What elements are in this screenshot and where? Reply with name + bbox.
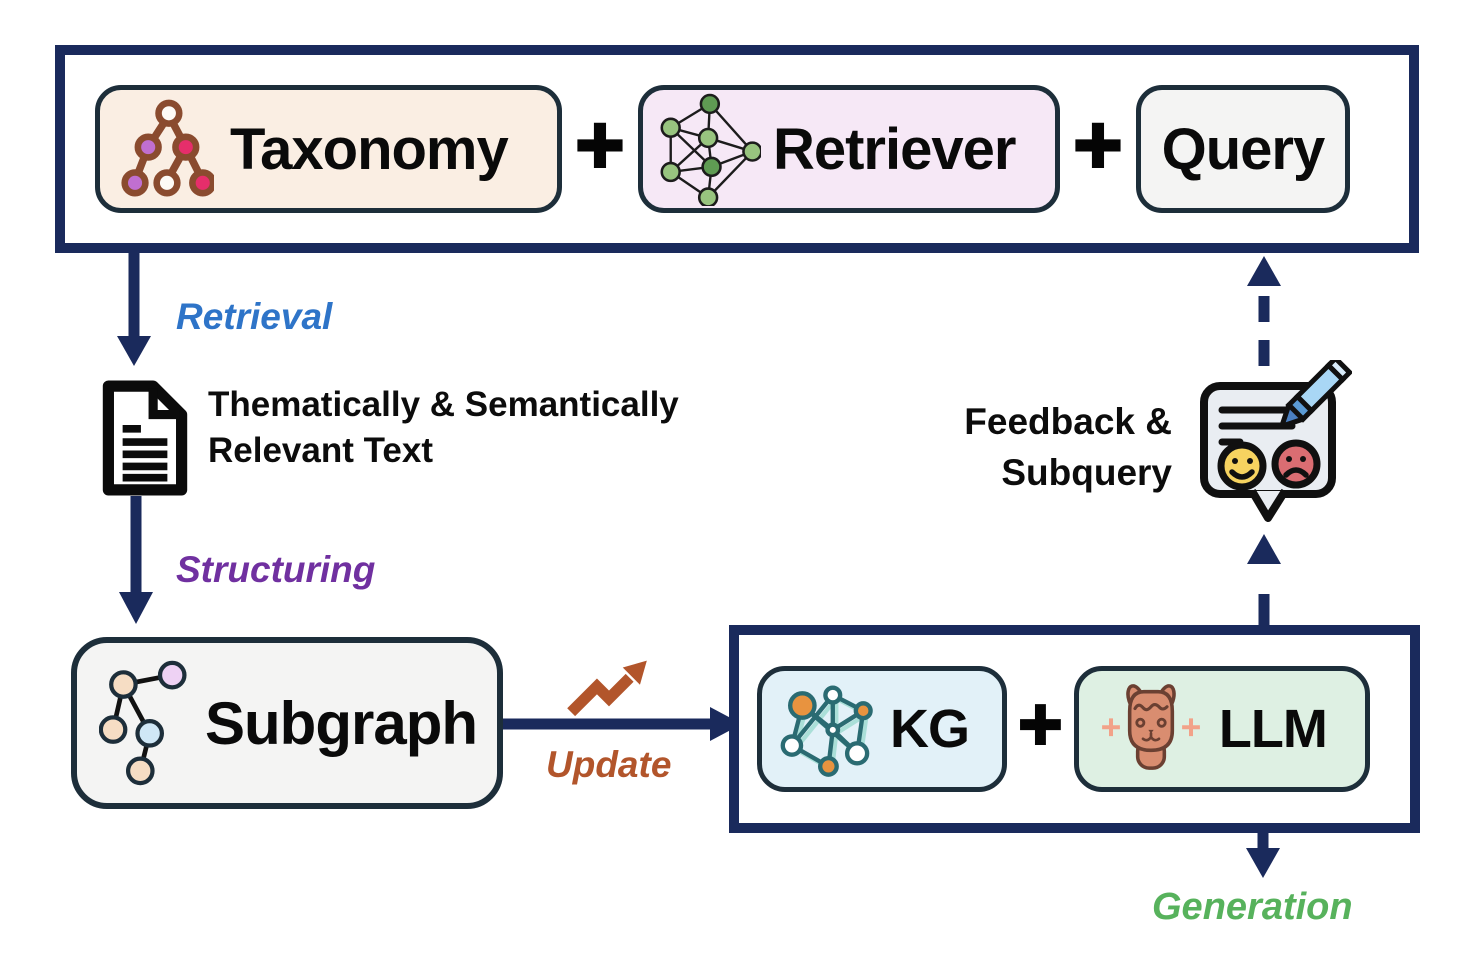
feedback-label-line1: Feedback & — [964, 401, 1172, 442]
taxonomy-tree-icon — [121, 99, 214, 197]
input-group-box: Taxonomy ✚ Retriever ✚ Query — [55, 45, 1419, 253]
update-edge-label: Update — [546, 744, 672, 785]
feedback-bubble-icon — [1200, 360, 1352, 522]
retriever-label: Retriever — [772, 116, 1016, 182]
retriever-network-icon — [660, 93, 761, 206]
llm-node: LLM — [1073, 666, 1370, 792]
document-icon — [102, 380, 188, 496]
relevant-text-annotation: Thematically & Semantically Relevant Tex… — [208, 382, 679, 474]
subgraph-label: Subgraph — [205, 689, 478, 757]
feedback-subquery-label: Feedback & Subquery — [880, 396, 1172, 498]
taxonomy-node: Taxonomy — [95, 85, 562, 213]
feedback-arrow-lower-dashed — [1247, 534, 1281, 627]
llama-icon — [1102, 684, 1200, 770]
feedback-arrow-upper-dashed — [1247, 256, 1281, 366]
generation-edge-label: Generation — [1152, 886, 1353, 928]
subgraph-icon — [99, 660, 187, 786]
subgraph-node: Subgraph — [71, 637, 503, 809]
llm-label: LLM — [1218, 699, 1328, 759]
trend-up-icon — [567, 660, 647, 717]
kg-network-icon — [780, 685, 873, 777]
retriever-node: Retriever — [637, 85, 1060, 213]
retrieval-edge-label: Retrieval — [176, 296, 333, 337]
kg-node: KG — [757, 666, 1007, 792]
feedback-label-line2: Subquery — [1001, 452, 1172, 493]
structuring-edge-label: Structuring — [176, 549, 376, 590]
query-label: Query — [1161, 116, 1326, 182]
plus-operator-icon: ✚ — [1017, 694, 1064, 759]
plus-operator-icon: ✚ — [1071, 110, 1124, 183]
pencil-icon — [1279, 360, 1352, 429]
plus-operator-icon: ✚ — [574, 110, 626, 183]
kg-label: KG — [890, 699, 970, 759]
kg-llm-group-box: KG ✚ LLM — [729, 625, 1420, 833]
query-node: Query — [1135, 85, 1350, 213]
relevant-text-line1: Thematically & Semantically — [208, 385, 679, 424]
retrieval-arrow — [117, 252, 151, 366]
taxonomy-label: Taxonomy — [230, 116, 509, 182]
structuring-arrow — [119, 496, 153, 624]
relevant-text-line2: Relevant Text — [208, 431, 433, 470]
generation-arrow — [1246, 831, 1280, 878]
